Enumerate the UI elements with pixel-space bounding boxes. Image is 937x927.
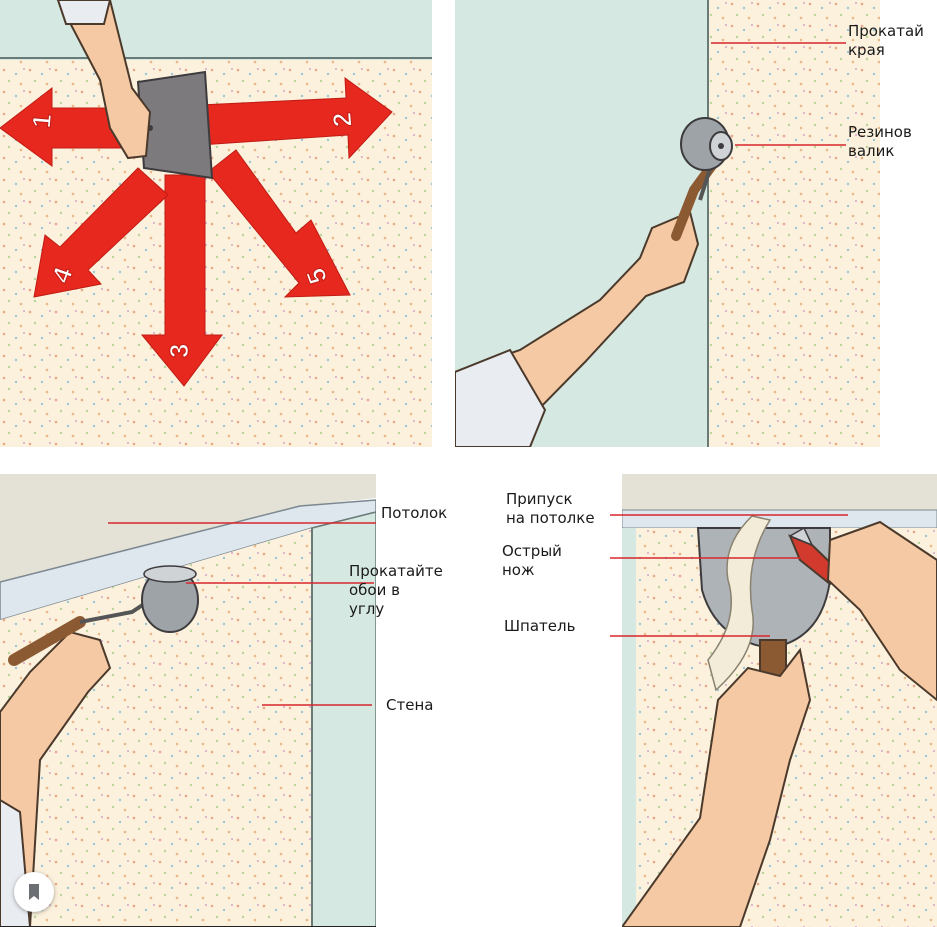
hand-icon <box>455 210 700 447</box>
bookmark-icon <box>29 884 39 900</box>
label-roll-edges: Прокатай края <box>848 22 924 59</box>
label-ceiling: Потолок <box>381 504 448 522</box>
arrow-3-number: 3 <box>164 344 194 358</box>
label-wall: Стена <box>386 696 434 714</box>
wallpaper-strip <box>709 0 880 447</box>
arrow-2: 2 <box>199 76 393 160</box>
panel-roll-edges <box>455 0 880 447</box>
panel-trim-allowance <box>622 474 937 927</box>
panel-roll-corner <box>0 474 376 927</box>
roller-icon <box>671 117 733 241</box>
hand-icon <box>622 520 937 927</box>
direction-arrows: 1 2 3 4 5 <box>0 76 393 387</box>
label-rubber-roller: Резинов валик <box>848 123 912 160</box>
arrow-1-number: 1 <box>26 112 57 129</box>
label-spatula: Шпатель <box>504 617 576 635</box>
label-ceiling-allowance: Припуск на потолке <box>506 490 595 527</box>
arrow-2-number: 2 <box>327 111 358 128</box>
hand-icon <box>56 0 152 160</box>
arrow-5: 5 <box>207 149 351 298</box>
label-sharp-knife: Острый нож <box>502 542 562 579</box>
bookmark-button[interactable] <box>14 872 54 912</box>
arrow-3: 3 <box>140 174 223 387</box>
label-roll-corner: Прокатайте обои в углу <box>349 562 443 618</box>
arrow-4: 4 <box>33 167 169 298</box>
panel-smoothing-directions: 1 2 3 4 5 <box>0 0 432 447</box>
ceiling-area <box>0 474 376 582</box>
roller-icon <box>8 565 199 666</box>
